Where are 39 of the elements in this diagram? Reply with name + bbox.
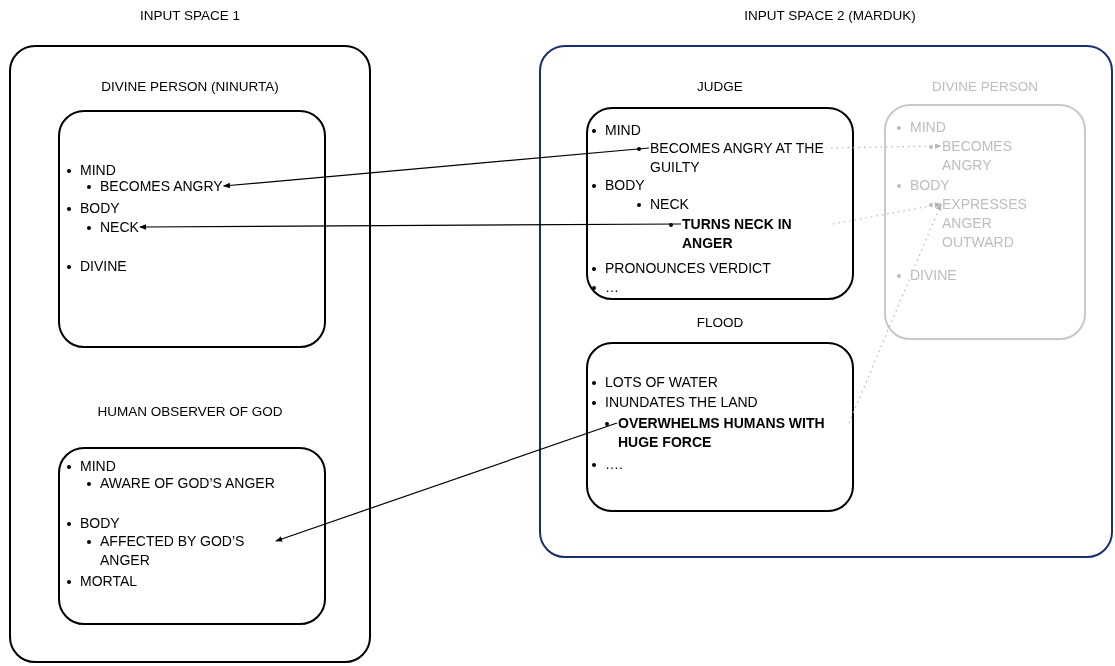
- list-item-text: BECOMES ANGRY: [942, 137, 1052, 175]
- dotted-arrow: [830, 143, 942, 149]
- list-item-text: …: [605, 278, 619, 297]
- list-item-text: MIND: [605, 121, 641, 140]
- list-item-text: NECK: [100, 218, 139, 237]
- box-heading: FLOOD: [695, 314, 745, 332]
- box-heading: DIVINE PERSON (NINURTA): [100, 78, 280, 96]
- list-item-text: PRONOUNCES VERDICT: [605, 259, 771, 278]
- list-item-text: DIVINE: [910, 266, 957, 285]
- list-item-text: DIVINE: [80, 257, 127, 276]
- arrow: [275, 422, 618, 542]
- box-heading: JUDGE: [696, 78, 744, 96]
- list-item-text: NECK: [650, 195, 689, 214]
- list-item-text: BECOMES ANGRY AT THE GUILTY: [650, 139, 830, 177]
- list-item-text: BODY: [80, 199, 120, 218]
- box-heading: DIVINE PERSON: [931, 78, 1039, 96]
- list-item-text: TURNS NECK IN ANGER: [682, 215, 832, 253]
- list-item-text: EXPRESSES ANGER OUTWARD: [942, 195, 1052, 252]
- list-item-text: INUNDATES THE LAND: [605, 393, 758, 412]
- box-heading: INPUT SPACE 2 (MARDUK): [743, 7, 917, 25]
- dotted-arrow: [832, 202, 942, 225]
- list-item-text: BECOMES ANGRY: [100, 177, 223, 196]
- dotted-arrow: [848, 203, 942, 424]
- box-heading: HUMAN OBSERVER OF GOD: [96, 403, 284, 421]
- list-item-text: BODY: [80, 514, 120, 533]
- list-item-text: BODY: [605, 176, 645, 195]
- list-item-text: MIND: [80, 457, 116, 476]
- list-item-text: MIND: [80, 161, 116, 180]
- arrow: [139, 223, 682, 230]
- list-item-text: MORTAL: [80, 572, 138, 591]
- list-item-text: OVERWHELMS HUMANS WITH HUGE FORCE: [618, 414, 848, 452]
- list-item-text: ….: [605, 455, 623, 474]
- list-item-text: LOTS OF WATER: [605, 373, 718, 392]
- list-item-text: AFFECTED BY GOD’S ANGER: [100, 532, 275, 570]
- box-heading: INPUT SPACE 1: [139, 7, 241, 25]
- arrow: [222, 147, 650, 189]
- list-item-text: BODY: [910, 176, 950, 195]
- list-item-text: MIND: [910, 118, 946, 137]
- list-item-text: AWARE OF GOD’S ANGER: [100, 474, 275, 493]
